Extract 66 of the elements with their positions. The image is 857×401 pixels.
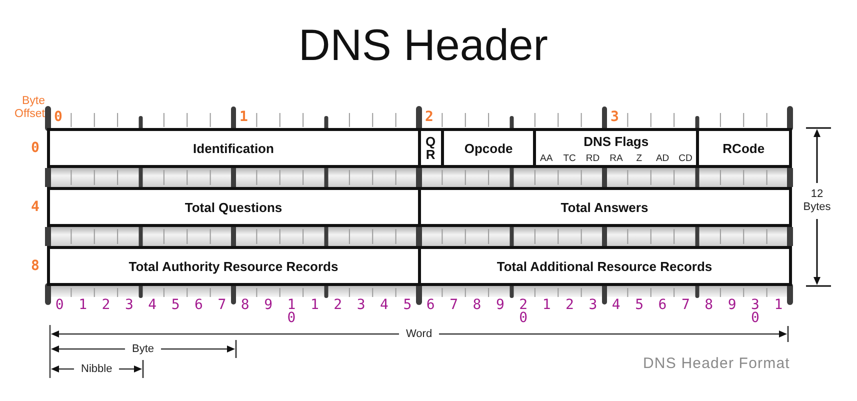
axis-label: Byte Offset bbox=[14, 95, 45, 121]
field-label: RCode bbox=[722, 142, 765, 154]
diagram-title: DNS Header bbox=[298, 24, 548, 68]
header-field bbox=[46, 128, 420, 168]
row-offset-number: 8 bbox=[31, 258, 40, 274]
bit-number: 2 bbox=[564, 299, 575, 312]
bit-number: 1 bbox=[78, 299, 88, 312]
bit-number: 3 bbox=[124, 299, 134, 312]
field-label: Opcode bbox=[464, 142, 513, 154]
bit-number: 8 bbox=[472, 299, 482, 312]
bit-number: 9 bbox=[494, 299, 506, 312]
field-label: DNS Flags bbox=[584, 135, 649, 148]
flag-label: Z bbox=[636, 153, 642, 164]
bit-number: 6 bbox=[657, 299, 668, 312]
caption: DNS Header Format bbox=[643, 356, 790, 372]
flag-label: RD bbox=[586, 153, 600, 164]
bit-number: 7 bbox=[448, 299, 459, 312]
dimension-label: Word bbox=[406, 328, 432, 340]
bit-number: 4 bbox=[147, 299, 158, 312]
dimension-label: 12 Bytes bbox=[802, 188, 832, 214]
bit-number: 6 bbox=[194, 299, 204, 312]
bit-number: 7 bbox=[216, 299, 228, 312]
bit-number: 2 bbox=[100, 299, 112, 312]
flag-label: AA bbox=[540, 153, 553, 164]
row-offset-number: 0 bbox=[31, 140, 40, 156]
header-field bbox=[46, 187, 420, 227]
bit-number: 0 bbox=[54, 299, 65, 312]
field-label: Total Answers bbox=[560, 200, 648, 214]
bit-number: 30 bbox=[750, 299, 760, 325]
bit-number: 5 bbox=[634, 299, 644, 312]
bit-number: 5 bbox=[402, 299, 413, 312]
bit-number: 4 bbox=[610, 299, 622, 312]
header-field bbox=[46, 246, 420, 286]
bit-number: 4 bbox=[379, 299, 390, 312]
field-label: Total Questions bbox=[184, 200, 282, 214]
bit-number: 1 bbox=[773, 299, 784, 312]
byte-offset-number: 2 bbox=[425, 110, 434, 125]
dimension-label: Byte bbox=[132, 343, 154, 356]
bit-number: 20 bbox=[518, 299, 529, 325]
bit-number: 2 bbox=[332, 299, 344, 312]
bit-number: 3 bbox=[588, 299, 598, 312]
bit-number: 9 bbox=[726, 299, 738, 312]
bit-number: 8 bbox=[240, 299, 250, 312]
byte-offset-number: 1 bbox=[240, 110, 248, 125]
field-label: Identification bbox=[193, 142, 274, 154]
header-field bbox=[533, 128, 699, 168]
flag-label: CD bbox=[678, 153, 692, 164]
row-offset-number: 4 bbox=[31, 200, 40, 215]
dimension-label: Nibble bbox=[81, 363, 112, 376]
flag-label: AD bbox=[656, 153, 670, 164]
bit-number: 1 bbox=[309, 299, 320, 312]
bit-number: 5 bbox=[170, 299, 181, 312]
bit-number: 8 bbox=[704, 299, 714, 312]
bit-number: 7 bbox=[680, 299, 691, 312]
byte-offset-number: 3 bbox=[610, 110, 619, 125]
flag-label: RA bbox=[610, 153, 623, 164]
flag-label: TC bbox=[563, 153, 576, 164]
byte-offset-number: 0 bbox=[54, 110, 62, 125]
bit-number: 6 bbox=[425, 299, 436, 312]
field-label: Total Additional Resource Records bbox=[496, 260, 712, 272]
field-label: QR bbox=[424, 135, 437, 161]
field-label: Total Authority Resource Records bbox=[128, 260, 338, 272]
bit-number: 9 bbox=[263, 299, 274, 312]
bit-number: 1 bbox=[541, 299, 552, 312]
bit-number: 10 bbox=[286, 299, 297, 325]
bit-number: 3 bbox=[356, 299, 366, 312]
